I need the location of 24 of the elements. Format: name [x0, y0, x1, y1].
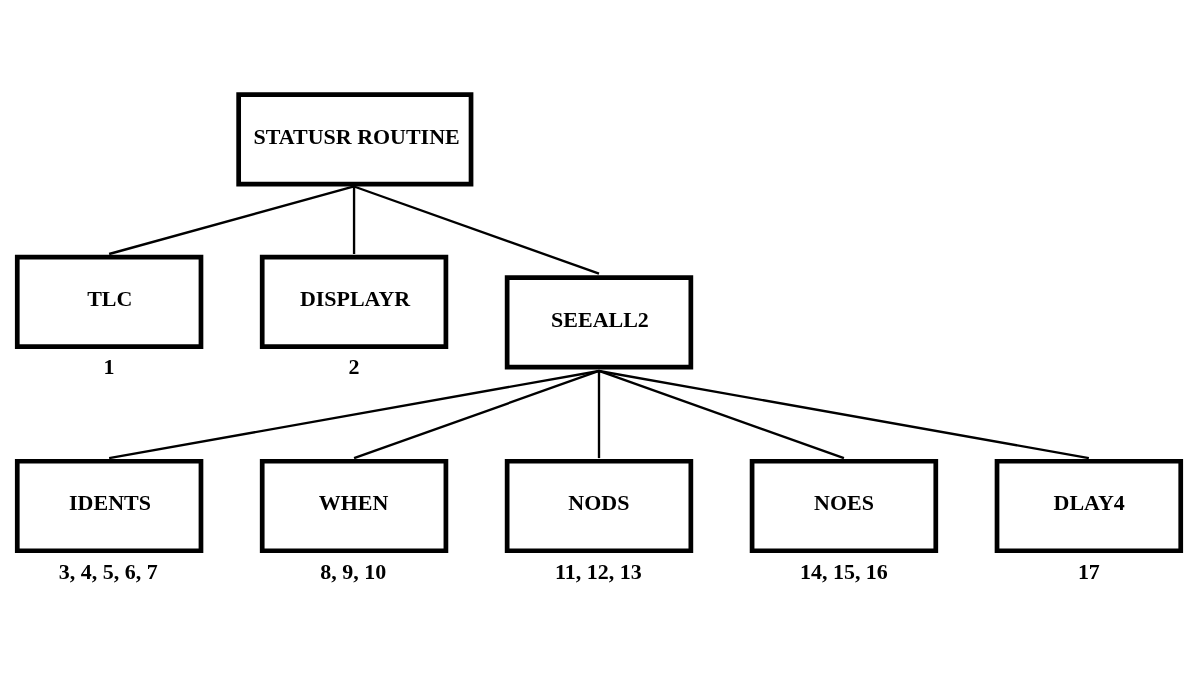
node-box: TLC — [14, 254, 204, 349]
connector — [598, 369, 1090, 459]
node-box: SEEALL2 — [504, 274, 694, 369]
connector — [108, 369, 600, 459]
node-box: IDENTS — [14, 458, 204, 553]
node-label: 3, 4, 5, 6, 7 — [58, 558, 158, 584]
node-box: NODS — [504, 458, 694, 553]
node-box: WHEN — [259, 458, 449, 553]
node-box: DISPLAYR — [259, 254, 449, 349]
node-label: 17 — [1077, 558, 1100, 584]
connector — [353, 184, 600, 275]
node-label: 8, 9, 10 — [320, 558, 387, 584]
node-label: 11, 12, 13 — [555, 558, 642, 584]
connector — [597, 370, 601, 458]
connector — [352, 186, 356, 254]
node-label: 1 — [103, 353, 115, 379]
connector — [108, 184, 355, 255]
node-label: 2 — [348, 353, 360, 379]
node-box: DLAY4 — [994, 458, 1184, 553]
node-box: NOES — [749, 458, 939, 553]
node-label: 14, 15, 16 — [799, 558, 888, 584]
connector — [598, 369, 845, 459]
connector — [353, 369, 600, 459]
node-box: STATUSR ROUTINE — [236, 91, 474, 186]
